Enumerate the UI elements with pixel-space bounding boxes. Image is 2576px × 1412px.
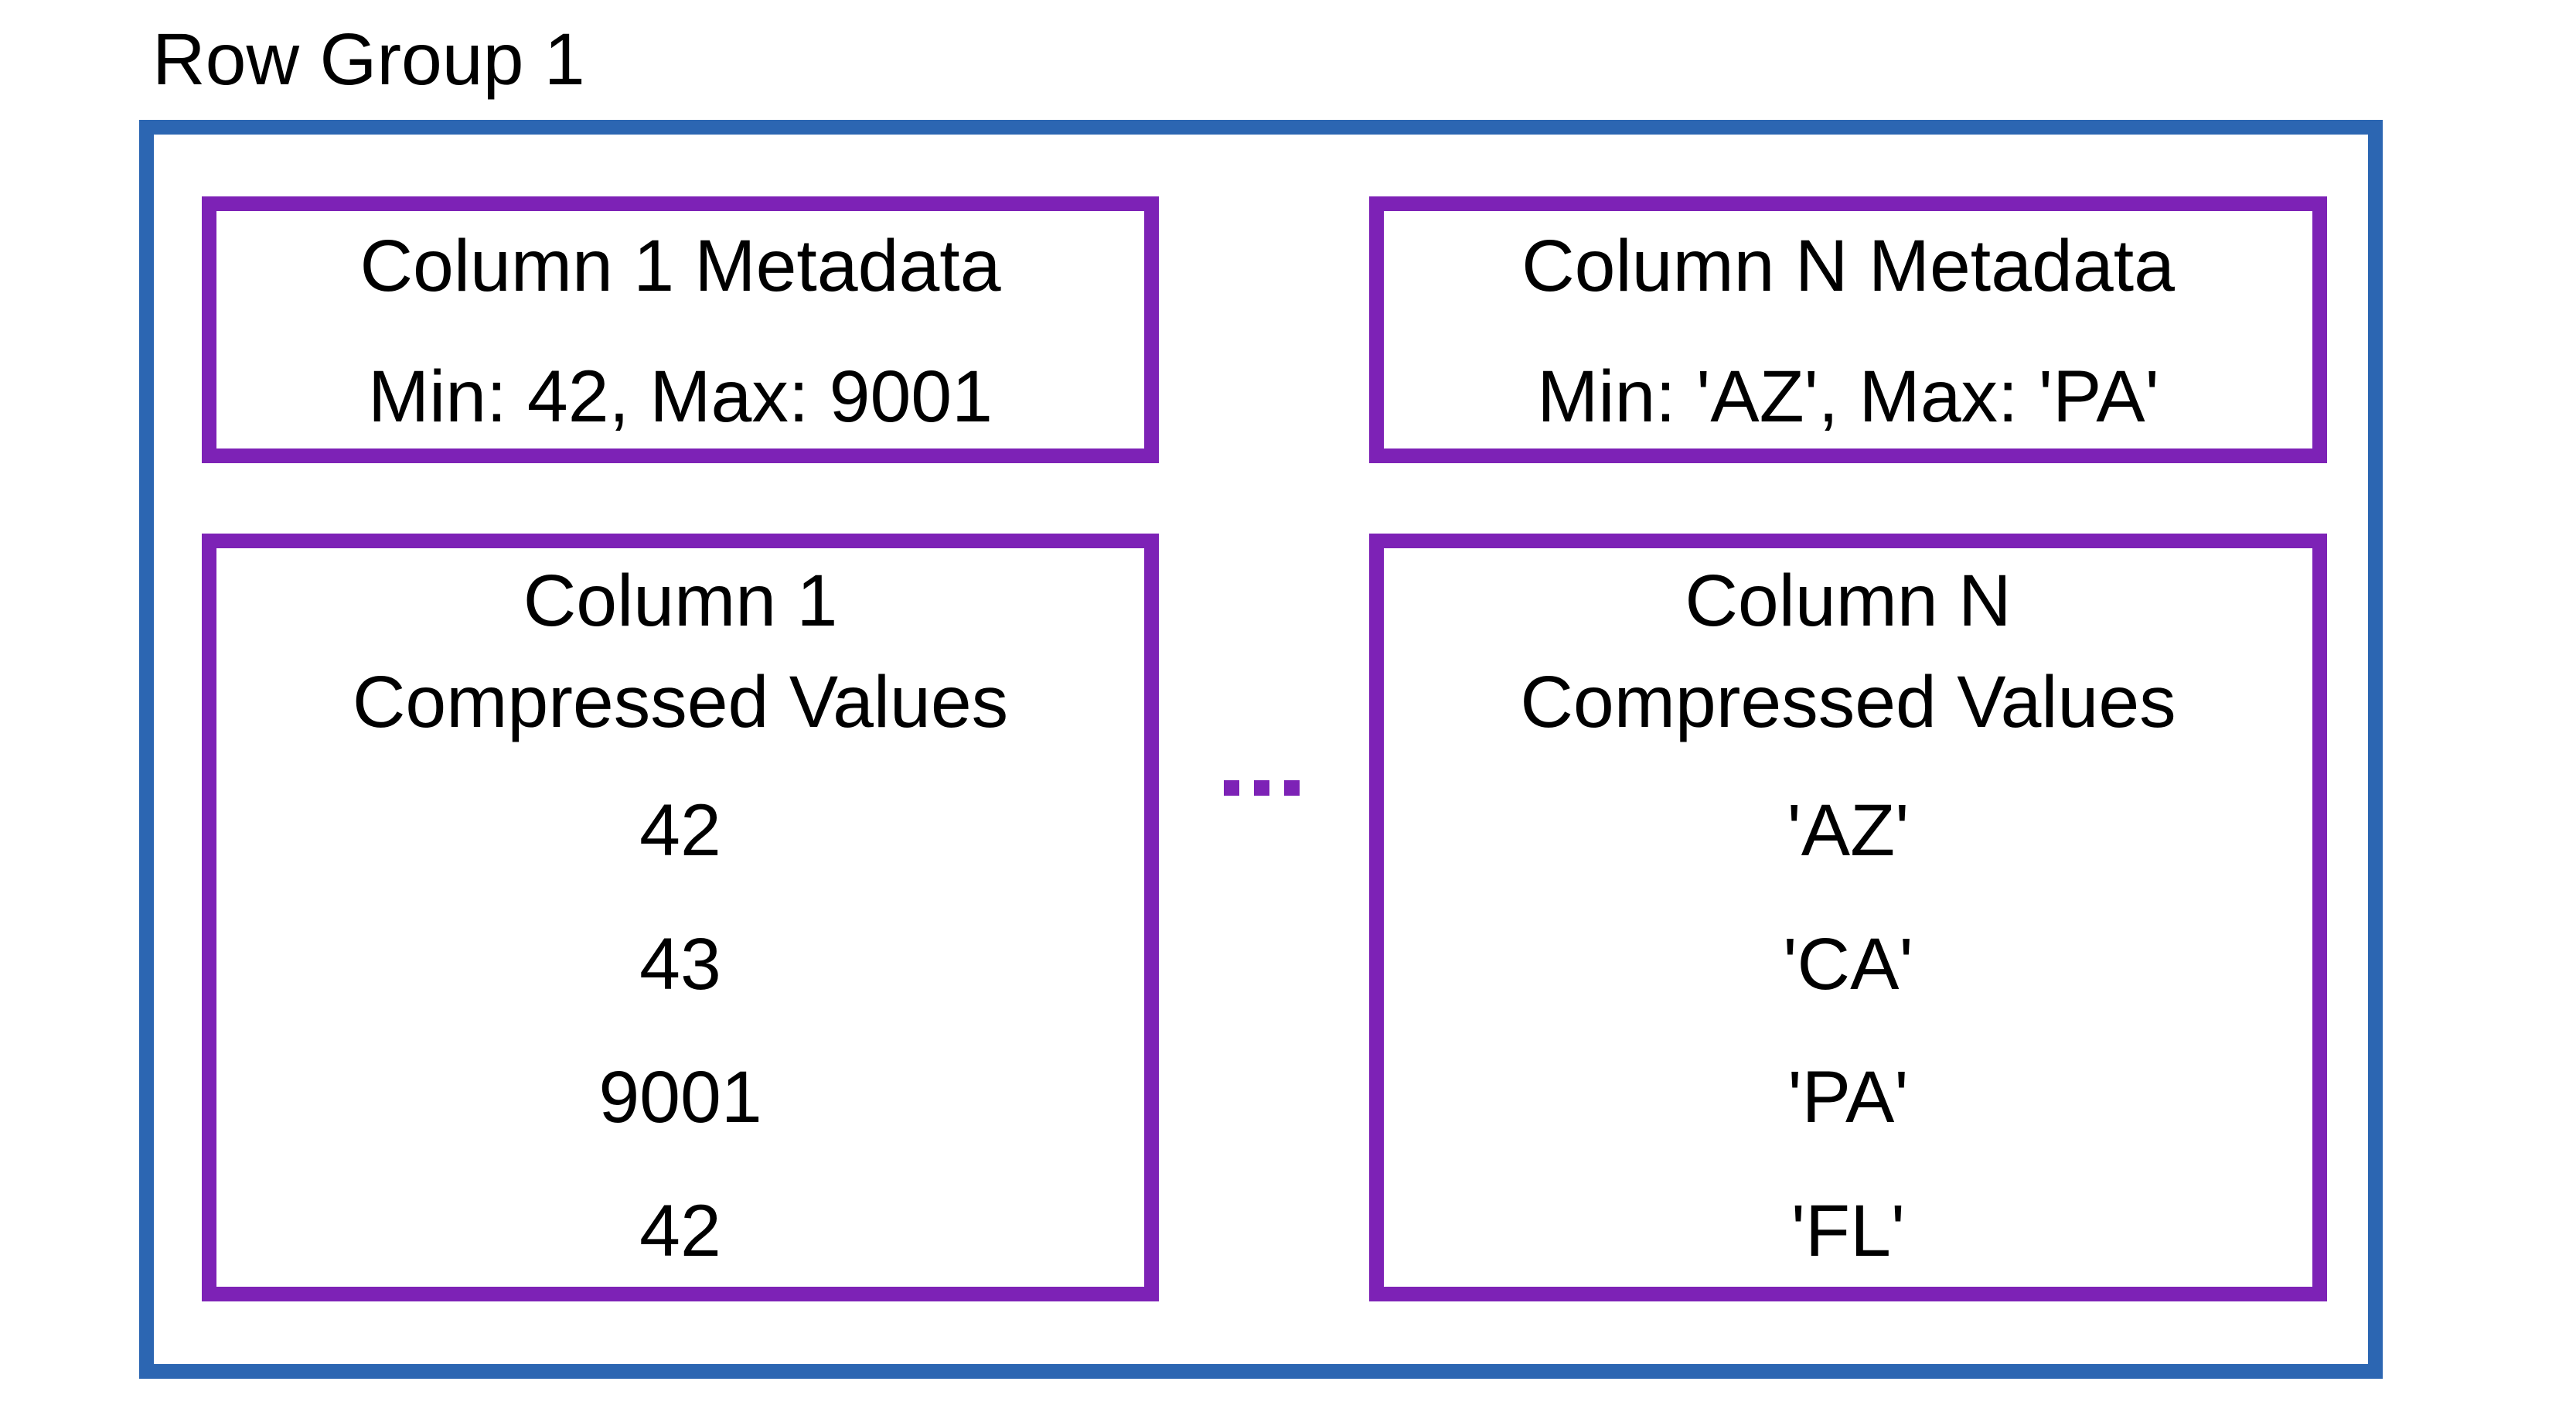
ellipsis-dot <box>1284 780 1300 796</box>
column-1-metadata-title: Column 1 Metadata <box>359 225 1001 307</box>
ellipsis-dot <box>1254 780 1269 796</box>
value-item: 42 <box>639 790 721 871</box>
value-item: 'FL' <box>1791 1189 1906 1272</box>
row-group-title: Row Group 1 <box>152 19 585 101</box>
column-n-metadata-range: Min: 'AZ', Max: 'PA' <box>1537 355 2159 438</box>
value-item: 'CA' <box>1783 923 1913 1005</box>
column-n-values-title-line1: Column N <box>1685 560 2012 642</box>
column-n-values-title-line2: Compressed Values <box>1520 660 2176 743</box>
ellipsis-icon <box>1224 780 1300 796</box>
column-1-metadata-range: Min: 42, Max: 9001 <box>368 355 993 438</box>
column-1-metadata-box: Column 1 Metadata Min: 42, Max: 9001 <box>202 196 1159 463</box>
column-n-metadata-title: Column N Metadata <box>1521 225 2175 307</box>
row-group-box <box>139 120 2383 1379</box>
value-item: 42 <box>639 1189 721 1272</box>
value-item: 'PA' <box>1787 1056 1909 1138</box>
column-1-values-title-line1: Column 1 <box>523 560 838 642</box>
column-1-values-title-line2: Compressed Values <box>352 660 1009 743</box>
column-n-values-box: Column N Compressed Values 'AZ' 'CA' 'PA… <box>1369 534 2327 1301</box>
ellipsis-dot <box>1224 780 1239 796</box>
value-item: 9001 <box>598 1056 762 1138</box>
value-item: 43 <box>639 923 721 1005</box>
value-item: 'AZ' <box>1787 790 1910 871</box>
column-1-values-box: Column 1 Compressed Values 42 43 9001 42 <box>202 534 1159 1301</box>
column-n-metadata-box: Column N Metadata Min: 'AZ', Max: 'PA' <box>1369 196 2327 463</box>
